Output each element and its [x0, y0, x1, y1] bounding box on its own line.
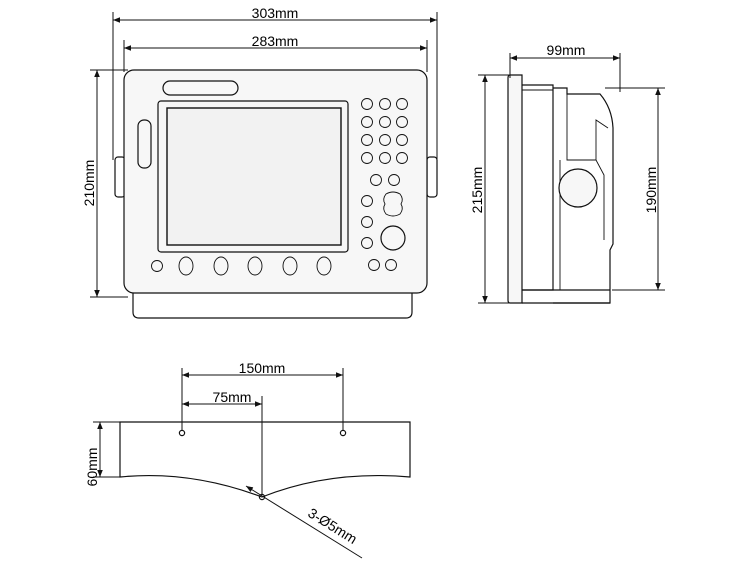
key [361, 152, 373, 164]
key [396, 98, 408, 110]
key [361, 237, 373, 249]
top-card-slot [162, 80, 239, 96]
side-view [507, 74, 614, 304]
front-bracket [132, 293, 413, 319]
soft-keys [151, 256, 332, 276]
soft-key [247, 256, 263, 276]
dim-front-width: 283mm [123, 33, 428, 72]
dim-front-height: 210mm [81, 69, 128, 298]
dim-label-hole-offset: 75mm [213, 389, 252, 405]
power-key [151, 260, 163, 272]
dim-label-front-height: 210mm [81, 160, 97, 207]
dim-label-overall-width: 303mm [252, 5, 299, 21]
dim-overall-width: 303mm [112, 5, 438, 160]
key [361, 134, 373, 146]
bracket-top-view [119, 421, 411, 501]
dim-label-depth: 99mm [547, 42, 586, 58]
key [379, 134, 391, 146]
display-screen [166, 107, 342, 246]
dim-label-bracket-depth: 60mm [84, 448, 100, 487]
mount-hole-right [339, 429, 347, 437]
soft-key [282, 256, 298, 276]
side-body [522, 84, 554, 291]
hole-spec-leader: 3-Ø5mm [245, 485, 363, 559]
soft-key [316, 256, 332, 276]
dim-depth: 99mm [509, 42, 621, 92]
dim-bracket-depth: 60mm [84, 421, 122, 487]
dim-label-hole-spacing: 150mm [239, 360, 286, 376]
key [396, 134, 408, 146]
key [379, 98, 391, 110]
key [385, 259, 397, 271]
soft-key [213, 256, 229, 276]
dim-hole-spacing: 150mm [181, 360, 344, 431]
key [370, 174, 382, 186]
keypad [361, 98, 408, 271]
dim-label-side-height: 215mm [469, 167, 485, 214]
side-mount-knob [558, 168, 598, 208]
key [361, 116, 373, 128]
display-screen-bezel [157, 100, 349, 253]
right-mount-knob [426, 156, 438, 198]
front-view [114, 69, 438, 319]
dim-side-height: 215mm [469, 74, 512, 304]
dim-label-bracket-height: 190mm [643, 167, 659, 214]
key [361, 195, 373, 207]
left-card-slot [137, 119, 152, 169]
key [396, 152, 408, 164]
dim-bracket-height: 190mm [605, 87, 665, 291]
soft-key [178, 256, 194, 276]
dim-hole-offset: 75mm [182, 389, 263, 494]
key [388, 174, 400, 186]
key [379, 116, 391, 128]
bracket-plate [119, 421, 411, 498]
key [361, 216, 373, 228]
key [396, 116, 408, 128]
dim-label-hole-spec: 3-Ø5mm [305, 505, 360, 547]
mount-hole-left [178, 429, 186, 437]
cursor-pad [383, 191, 403, 217]
key [379, 152, 391, 164]
rotary-knob [380, 225, 406, 251]
side-bracket [553, 87, 614, 304]
key [368, 259, 380, 271]
dim-label-front-width: 283mm [252, 33, 299, 49]
key [361, 98, 373, 110]
side-front-panel [507, 74, 523, 304]
